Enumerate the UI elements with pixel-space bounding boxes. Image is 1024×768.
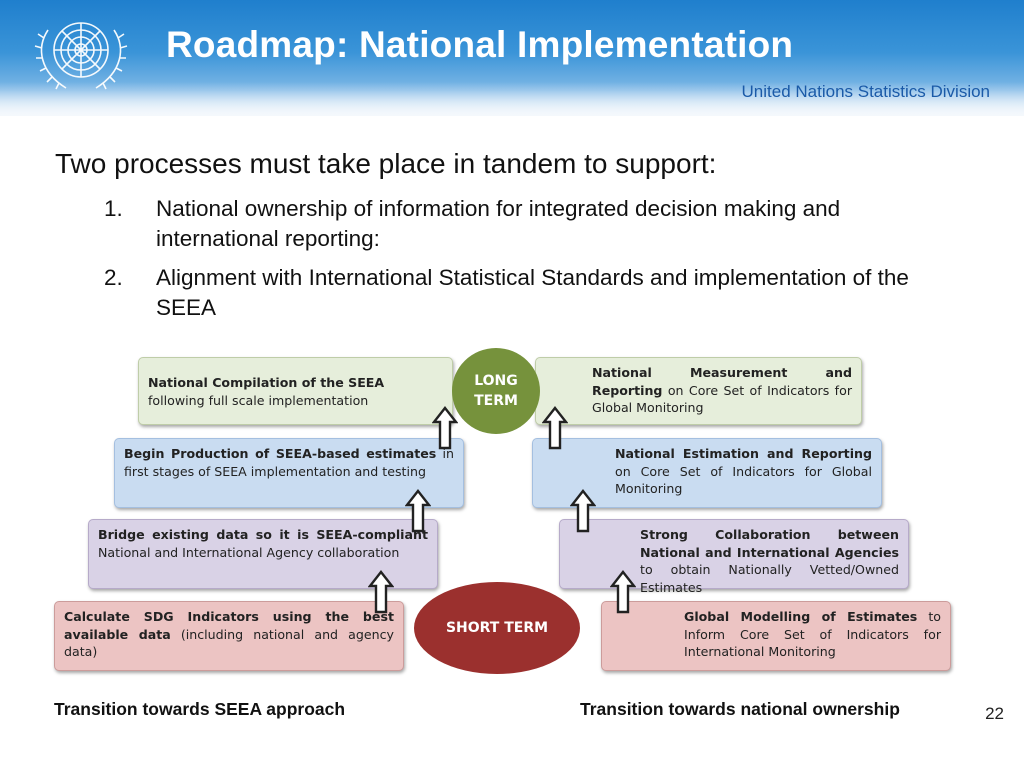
process-list: 1. National ownership of information for… (104, 194, 964, 332)
list-text: National ownership of information for in… (156, 196, 841, 251)
short-term-label: SHORT TERM (445, 620, 549, 636)
up-arrow-icon (570, 489, 596, 533)
right-box-4-bold: Global Modelling of Estimates (684, 609, 918, 624)
right-box-3-bold: Strong Collaboration between National an… (640, 527, 899, 560)
right-box-1-bold: National Measurement and Reporting (592, 365, 852, 398)
page-title: Roadmap: National Implementation (166, 24, 794, 65)
short-term-oval: SHORT TERM (414, 582, 580, 674)
right-box-2: National Estimation and Reporting on Cor… (532, 438, 882, 508)
left-box-3-bold: Bridge existing data so it is SEEA-compl… (98, 527, 428, 542)
left-box-2-text: in first stages of SEEA implementation a… (124, 446, 454, 479)
left-box-4-text: (including national and agency data) (64, 626, 394, 660)
list-number: 2. (104, 265, 123, 290)
intro-text: Two processes must take place in tandem … (55, 148, 717, 179)
right-box-4-text: to Inform Core Set of Indicators for Int… (684, 609, 941, 659)
left-box-3-text: National and International Agency collab… (98, 544, 400, 560)
long-term-label: LONG TERM (474, 373, 518, 409)
list-item: 2. Alignment with International Statisti… (104, 263, 964, 323)
footer-right-caption: Transition towards national ownership (580, 699, 900, 719)
header-fade (0, 82, 1024, 116)
division-label: United Nations Statistics Division (741, 82, 990, 101)
footer-left-caption: Transition towards SEEA approach (54, 699, 346, 719)
left-box-1-text: following full scale implementation (148, 392, 369, 408)
left-box-1: National Compilation of the SEEA followi… (138, 357, 453, 425)
list-item: 1. National ownership of information for… (104, 194, 964, 254)
up-arrow-icon (542, 406, 568, 450)
up-arrow-icon (432, 406, 458, 450)
un-emblem-icon (34, 22, 128, 90)
right-box-1-text: on Core Set of Indicators for Global Mon… (592, 382, 852, 416)
right-box-4: Global Modelling of Estimates to Inform … (601, 601, 951, 671)
left-box-1-bold: National Compilation of the SEEA (148, 375, 385, 390)
right-box-2-text: on Core Set of Indicators for Global Mon… (615, 463, 872, 497)
left-box-2-bold: Begin Production of SEEA-based estimates (124, 446, 437, 461)
up-arrow-icon (368, 570, 394, 614)
left-box-4-bold: Calculate SDG Indicators using the best … (64, 609, 394, 642)
up-arrow-icon (405, 489, 431, 533)
list-text: Alignment with International Statistical… (156, 265, 909, 320)
up-arrow-icon (610, 570, 636, 614)
right-box-1: National Measurement and Reporting on Co… (535, 357, 862, 425)
list-number: 1. (104, 196, 123, 221)
right-box-3-text: to obtain Nationally Vetted/Owned Estima… (640, 562, 899, 595)
left-box-2: Begin Production of SEEA-based estimates… (114, 438, 464, 508)
left-box-4: Calculate SDG Indicators using the best … (54, 601, 404, 671)
right-box-2-bold: National Estimation and Reporting (615, 446, 872, 461)
page-number: 22 (985, 704, 1004, 723)
long-term-oval: LONG TERM (452, 348, 540, 434)
